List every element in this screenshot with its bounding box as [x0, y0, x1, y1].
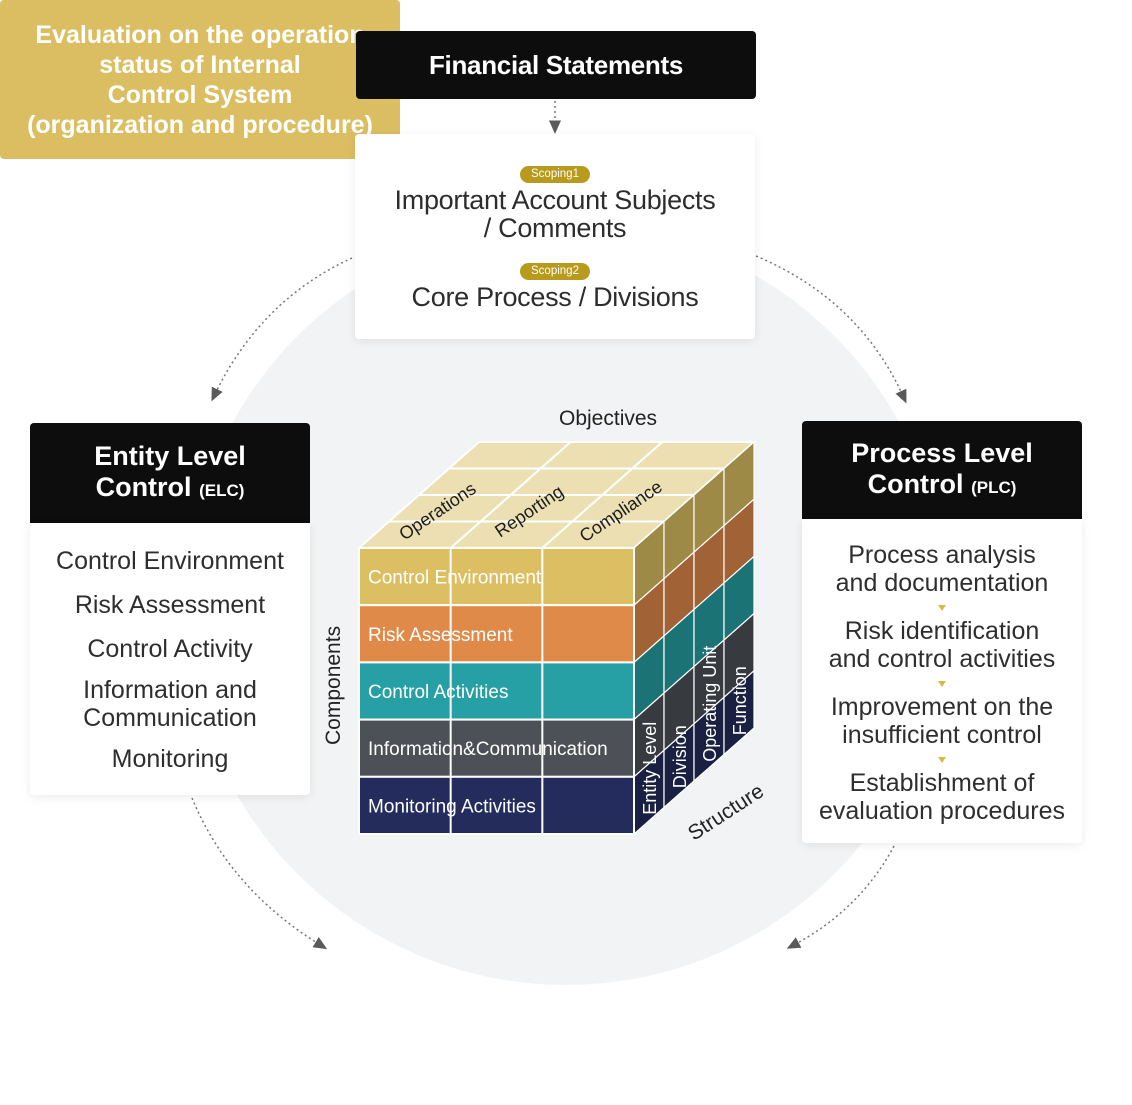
- component-row: [358, 775, 635, 835]
- plc-header: Process Level Control (PLC): [802, 421, 1082, 519]
- scoping2-title: Core Process / Divisions: [411, 282, 699, 312]
- component-row: [358, 661, 635, 721]
- structure-label: Operating Unit: [700, 646, 720, 762]
- cube-front-face: [358, 547, 635, 835]
- evaluation-line2: status of Internal: [99, 50, 301, 79]
- scoping-card: Scoping1 Important Account Subjects / Co…: [355, 134, 755, 339]
- evaluation-line4: (organization and procedure): [27, 110, 373, 139]
- component-row: [358, 718, 635, 778]
- caret-down-icon: [938, 681, 946, 687]
- elc-title-line2: Control (ELC): [95, 471, 245, 502]
- elc-item-monitoring: Monitoring: [111, 745, 229, 773]
- evaluation-line1: Evaluation on the operation: [35, 20, 365, 49]
- scoping1-title-line1: Important Account Subjects: [394, 185, 716, 215]
- elc-item-information-line2: Communication: [83, 704, 257, 732]
- elc-item-information-line1: Information and: [83, 676, 257, 704]
- cube-top-face: [356, 441, 757, 549]
- arrow-scope-to-plc: [755, 255, 907, 404]
- plc-title-line2: Control (PLC): [867, 468, 1017, 499]
- elc-header: Entity Level Control (ELC): [30, 423, 310, 523]
- elc-abbr: (ELC): [199, 480, 245, 500]
- financial-statements-title: Financial Statements: [428, 49, 684, 80]
- elc-item-risk-assessment: Risk Assessment: [74, 591, 266, 619]
- component-label: Risk Assessment: [368, 625, 513, 646]
- scoping1-title: Important Account Subjects / Comments: [355, 186, 755, 242]
- scoping2-badge: Scoping2: [520, 263, 590, 280]
- plc-abbr: (PLC): [971, 477, 1017, 497]
- component-label: Information&Communication: [368, 739, 608, 760]
- elc-card: Control Environment Risk Assessment Cont…: [30, 523, 310, 795]
- cube-side-cell: [723, 669, 755, 756]
- plc-title-line1: Process Level: [851, 437, 1033, 468]
- scoping1-badge: Scoping1: [520, 166, 590, 183]
- structure-label: Entity Level: [640, 722, 660, 815]
- cube-side-face: [633, 440, 755, 836]
- arrow-plc-to-eval: [786, 845, 895, 949]
- caret-down-icon: [938, 757, 946, 763]
- financial-statements-box: Financial Statements: [356, 31, 756, 99]
- elc-item-control-activity: Control Activity: [87, 635, 253, 663]
- evaluation-line3: Control System: [107, 80, 293, 109]
- elc-title-line1: Entity Level: [94, 440, 246, 471]
- caret-down-icon: [938, 605, 946, 611]
- component-label: Monitoring Activities: [368, 796, 536, 817]
- elc-item-control-environment: Control Environment: [56, 547, 284, 575]
- evaluation-box: Evaluation on the operation status of In…: [0, 0, 400, 159]
- component-label: Control Activities: [368, 682, 508, 703]
- structure-label: Division: [670, 725, 690, 788]
- component-row: [358, 604, 635, 664]
- structure-label: Function: [730, 666, 750, 735]
- component-label: Control Environment: [368, 568, 542, 589]
- scoping1-title-line2: / Comments: [483, 213, 627, 243]
- objectives-axis-label: Objectives: [559, 407, 658, 430]
